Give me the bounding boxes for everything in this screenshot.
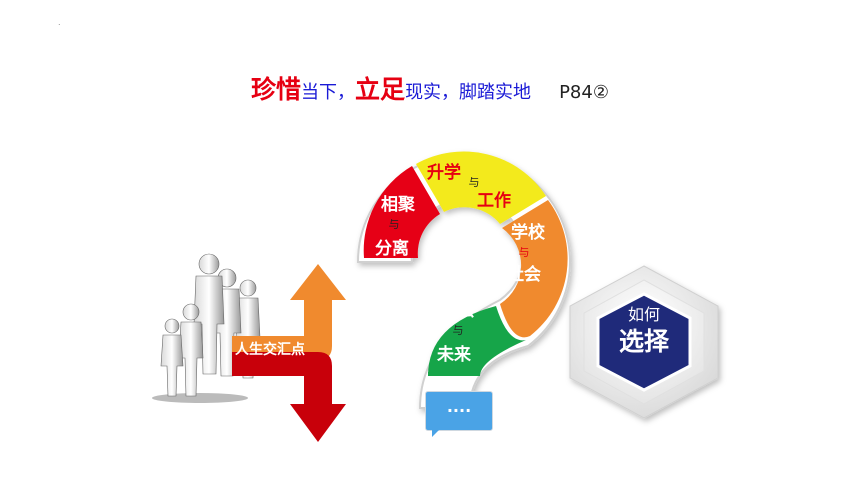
people-group-icon [152,253,261,403]
segment-2-labels: 升学 与 工作 [427,162,511,211]
title-page-ref: P84② [559,82,609,103]
segment-1-labels: 相聚 与 分离 [375,194,416,259]
segment-3-top: 学校 [511,222,546,243]
segment-3-bottom: 社会 [506,264,541,285]
segment-4-top: 过去 [441,300,475,321]
segment-4-bottom: 未来 [436,344,472,365]
title-part3: 立足 [355,75,406,104]
title-part2: 当下， [301,82,356,103]
segment-2-bottom: 工作 [477,190,511,211]
segment-1-mid: 与 [389,218,400,231]
segment-4-mid: 与 [453,324,464,337]
hexagon-badge-icon: 如何 选择 [569,265,719,419]
segment-2-mid: 与 [469,176,480,189]
segment-1-top: 相聚 [381,194,416,215]
page-title: 珍惜当下，立足现实，脚踏实地 P84② [0,70,860,106]
segment-2-top: 升学 [427,162,461,183]
segment-1-bottom: 分离 [375,238,409,259]
segment-4-labels: 过去 与 未来 [436,300,475,365]
arrow-label: 人生交汇点 [235,341,305,358]
question-mark-icon [356,151,571,409]
title-part4: 现实，脚踏实地 [405,82,532,103]
segment-3-labels: 学校 与 社会 [506,222,546,285]
hex-big-text: 选择 [619,327,670,356]
more-button[interactable]: .... [425,391,493,437]
title-part1: 珍惜 [251,75,302,104]
corner-dot: . [58,18,61,27]
split-arrow-icon [232,264,346,442]
segment-3-mid: 与 [519,246,530,259]
hex-small-text: 如何 [628,305,660,324]
